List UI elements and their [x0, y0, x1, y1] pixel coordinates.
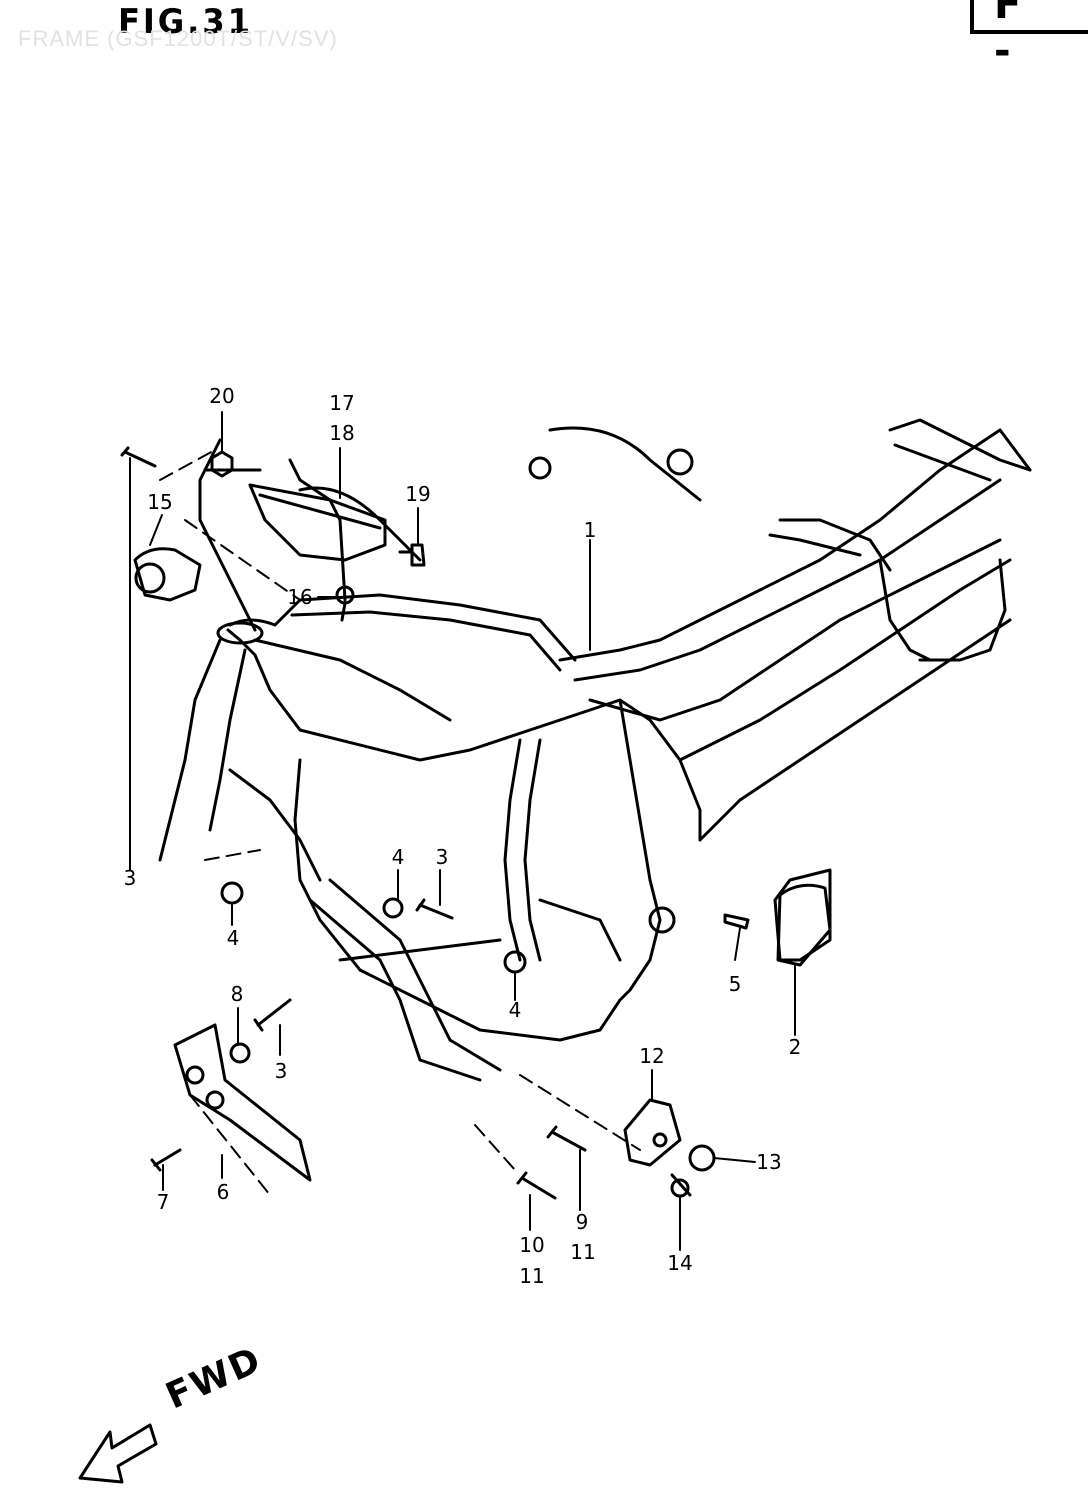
part-bolt-5	[723, 913, 750, 930]
part-nut-4a	[220, 881, 244, 905]
callout-7: 7	[156, 1190, 170, 1214]
callout-9: 9	[575, 1210, 589, 1234]
leader-lines	[129, 411, 796, 1251]
callout-11a: 11	[519, 1264, 545, 1288]
part-bolt-3b	[415, 898, 454, 920]
part-bolt-9	[546, 1125, 587, 1152]
figure-title: FIG.31	[118, 2, 253, 42]
section-code: F -	[994, 0, 1038, 74]
part-bolt-14	[670, 1173, 692, 1198]
callout-3a: 3	[123, 866, 137, 890]
callout-17: 17	[329, 391, 355, 415]
part-bracket-15	[133, 547, 202, 602]
callout-10: 10	[519, 1233, 545, 1257]
callout-8: 8	[230, 982, 244, 1006]
part-bolt-7	[150, 1148, 182, 1172]
part-bolt-3a	[120, 446, 157, 468]
callout-3b: 3	[435, 845, 449, 869]
part-nut-4c	[503, 950, 527, 974]
section-code-box: F -	[970, 0, 1088, 74]
callout-1: 1	[583, 518, 597, 542]
part-nut-4b	[382, 897, 404, 919]
callout-2: 2	[788, 1035, 802, 1059]
callout-13: 13	[756, 1150, 782, 1174]
callout-6: 6	[216, 1180, 230, 1204]
part-cover-17-18	[248, 483, 387, 562]
callout-4b: 4	[391, 845, 405, 869]
callout-5: 5	[728, 972, 742, 996]
callout-4a: 4	[226, 926, 240, 950]
part-pad-2	[776, 883, 832, 967]
part-bolt-19	[398, 543, 426, 567]
part-bolt-10	[516, 1171, 557, 1200]
callout-15: 15	[147, 490, 173, 514]
callout-3c: 3	[274, 1059, 288, 1083]
figure-subtitle: FRAME (GSF1200T/ST/V/SV)	[18, 26, 338, 51]
callout-14: 14	[667, 1251, 693, 1275]
callout-11b: 11	[570, 1240, 596, 1264]
part-nut-20	[210, 450, 234, 478]
callout-19: 19	[405, 482, 431, 506]
fwd-arrow	[78, 1423, 158, 1484]
callout-16: 16	[287, 585, 313, 609]
part-bracket-12	[623, 1098, 682, 1167]
part-nut-8	[229, 1042, 251, 1064]
callout-4c: 4	[508, 998, 522, 1022]
part-bushing-13	[688, 1144, 716, 1172]
callout-20: 20	[209, 384, 235, 408]
part-bracket-6	[173, 1023, 312, 1182]
callout-12: 12	[639, 1044, 665, 1068]
callout-18: 18	[329, 421, 355, 445]
dashed-guides	[159, 449, 641, 1196]
part-bolt-16	[335, 585, 355, 622]
main-frame-drawing	[158, 418, 1032, 1082]
part-bolt-3c	[253, 998, 292, 1032]
